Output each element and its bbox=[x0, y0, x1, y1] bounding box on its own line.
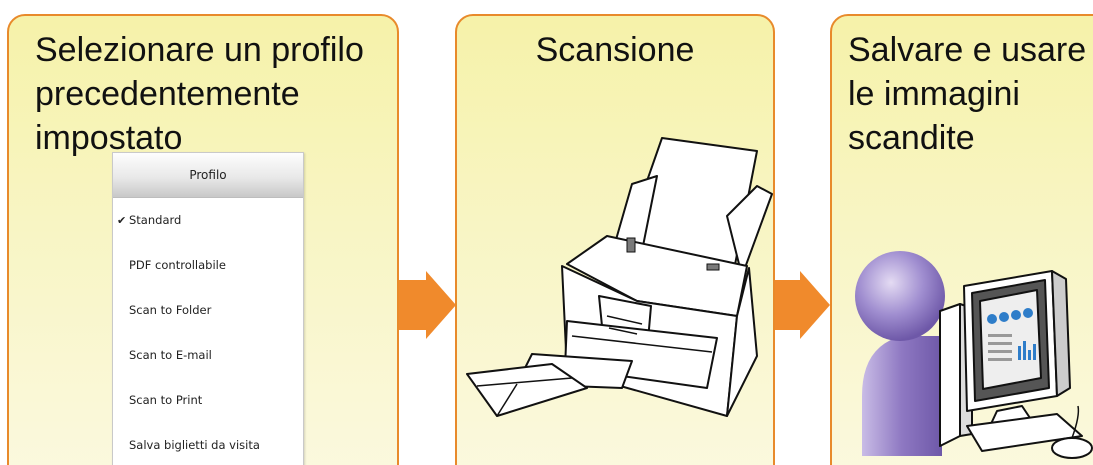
check-icon: ✔ bbox=[117, 214, 127, 227]
step-select-profile-panel: Selezionare un profilo precedentemente i… bbox=[7, 14, 399, 465]
step-save-use-panel: Salvare e usare le immagini scandite bbox=[830, 14, 1093, 465]
menu-item-standard[interactable]: ✔ Standard bbox=[113, 198, 303, 243]
menu-item-label: Scan to E-mail bbox=[129, 348, 212, 362]
step-title: Selezionare un profilo precedentemente i… bbox=[35, 31, 364, 157]
menu-item-salva-biglietti[interactable]: Salva biglietti da visita bbox=[113, 423, 303, 465]
menu-item-pdf-controllabile[interactable]: PDF controllabile bbox=[113, 243, 303, 288]
menu-item-label: Salva biglietti da visita bbox=[129, 438, 260, 452]
menu-item-scan-to-email[interactable]: Scan to E-mail bbox=[113, 333, 303, 378]
scanner-icon bbox=[466, 137, 773, 417]
profile-menu[interactable]: Profilo ✔ Standard PDF controllabile Sca… bbox=[112, 152, 304, 465]
person-icon bbox=[855, 251, 945, 456]
step-scan-panel: Scansione bbox=[455, 14, 775, 465]
computer-icon bbox=[939, 270, 1093, 459]
menu-item-label: PDF controllabile bbox=[129, 258, 226, 272]
step-title: Salvare e usare le immagini scandite bbox=[848, 31, 1087, 157]
menu-item-scan-to-print[interactable]: Scan to Print bbox=[113, 378, 303, 423]
menu-item-label: Scan to Print bbox=[129, 393, 203, 407]
profile-menu-header: Profilo bbox=[113, 153, 303, 198]
menu-item-label: Standard bbox=[129, 213, 182, 227]
step-title: Scansione bbox=[535, 31, 695, 69]
menu-item-scan-to-folder[interactable]: Scan to Folder bbox=[113, 288, 303, 333]
menu-item-label: Scan to Folder bbox=[129, 303, 212, 317]
